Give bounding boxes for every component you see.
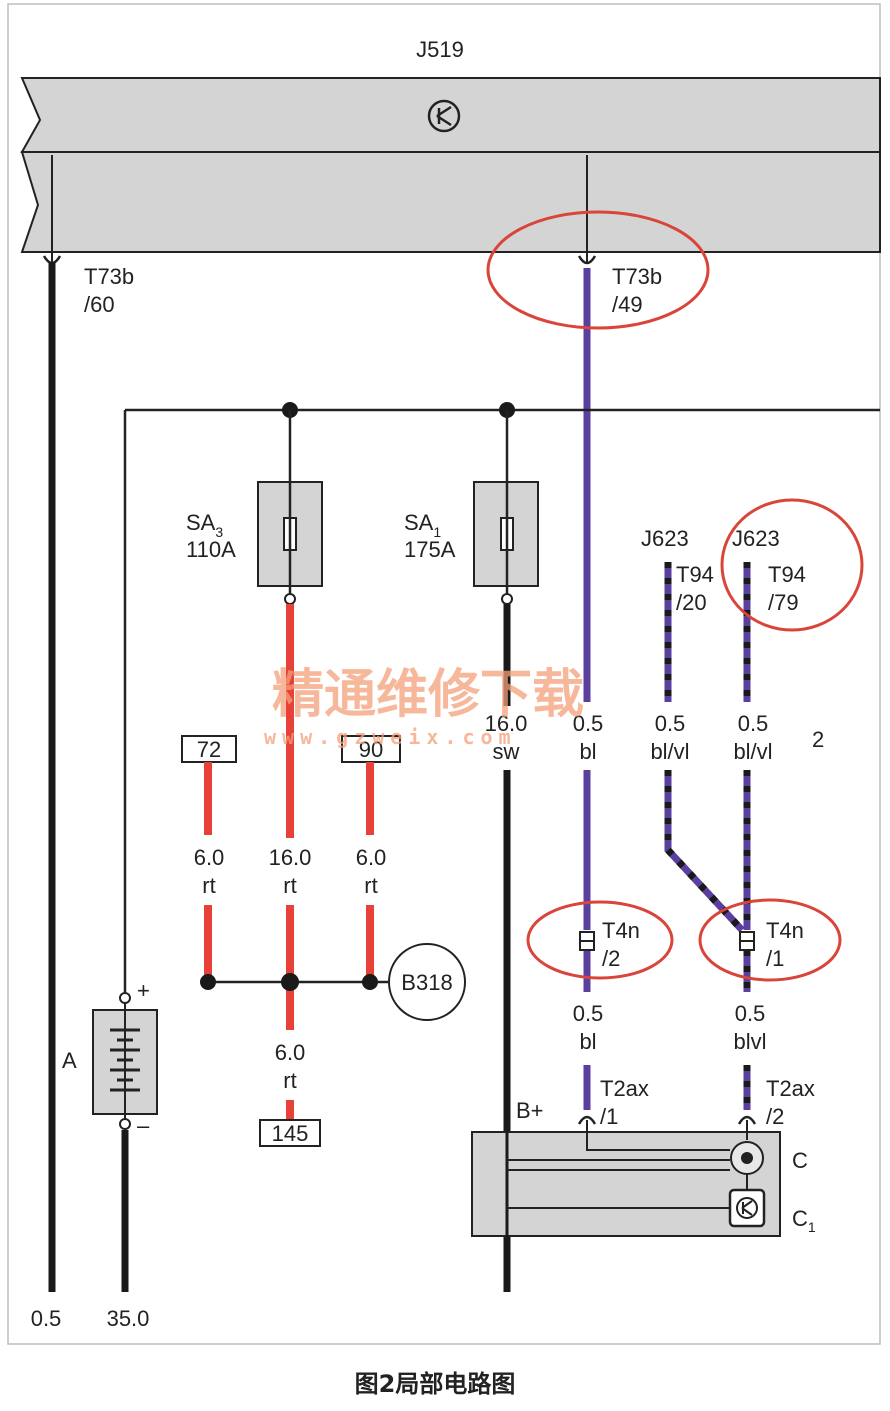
- control-unit-label: J519: [416, 37, 464, 62]
- ref-box-72-label: 72: [197, 737, 221, 762]
- wire-main-size: 16.0: [269, 845, 312, 870]
- connector-t73b-49-name: T73b: [612, 264, 662, 289]
- connector-t73b-60-pin: /60: [84, 292, 115, 317]
- connector-t73b-49-pin: /49: [612, 292, 643, 317]
- connector-t94-79-pin: /79: [768, 590, 799, 615]
- connector-t73b-60-name: T73b: [84, 264, 134, 289]
- control-unit-icon: [427, 99, 461, 133]
- wire-145-size: 6.0: [275, 1040, 306, 1065]
- fuse-sa3: [257, 481, 323, 596]
- pin-arrow-t2ax-2: [737, 1115, 757, 1125]
- battery-label: A: [62, 1048, 77, 1073]
- wire-t94-20: [664, 562, 745, 933]
- module-j623-b: J623: [732, 526, 780, 551]
- battery-plus: +: [137, 978, 150, 1003]
- fuse-sa1-rating: 175A: [404, 537, 456, 562]
- wire-blvl-b-color: bl/vl: [733, 739, 772, 764]
- connector-t2ax-2-name: T2ax: [766, 1076, 815, 1101]
- wire-72-color: rt: [202, 873, 215, 898]
- fuse-sa3-name: SA3: [186, 510, 223, 540]
- ground-point-b318: [388, 943, 466, 1021]
- ref-box-145-label: 145: [272, 1121, 309, 1146]
- connector-t4n-2-pin: /2: [602, 946, 620, 971]
- generator-module: [471, 1120, 781, 1292]
- wire-bl-bottom-color: bl: [579, 1029, 596, 1054]
- control-unit-j519: [20, 77, 881, 253]
- generator-c-label: C: [792, 1148, 808, 1173]
- connector-t2ax-1-name: T2ax: [600, 1076, 649, 1101]
- wire-sw-size: 16.0: [485, 711, 528, 736]
- battery-minus: –: [137, 1113, 150, 1138]
- connector-t94-20-name: T94: [676, 562, 714, 587]
- wire-72-size: 6.0: [194, 845, 225, 870]
- battery-wire-bottom-label: 35.0: [107, 1306, 150, 1331]
- wire-bl-top-color: bl: [579, 739, 596, 764]
- wire-sw-color: sw: [493, 739, 520, 764]
- connector-t94-20-pin: /20: [676, 590, 707, 615]
- wire-blvl-a-color: bl/vl: [650, 739, 689, 764]
- ref-box-145: [259, 1119, 321, 1147]
- ground-point-label: B318: [401, 970, 452, 995]
- left-wire-bottom-label: 0.5: [31, 1306, 62, 1331]
- regulator-c1-icon: [728, 1188, 766, 1228]
- connector-t4n-1: [739, 931, 755, 951]
- connector-t4n-2: [579, 931, 595, 951]
- wire-blvl-a-size: 0.5: [655, 711, 686, 736]
- side-number: 2: [812, 727, 824, 752]
- connector-t4n-1-pin: /1: [766, 946, 784, 971]
- wire-90-color: rt: [364, 873, 377, 898]
- connector-t2ax-2-pin: /2: [766, 1104, 784, 1129]
- module-j623-a: J623: [641, 526, 689, 551]
- wire-blvl-bottom-color: blvl: [733, 1029, 766, 1054]
- connector-t4n-2-name: T4n: [602, 918, 640, 943]
- wire-145-color: rt: [283, 1068, 296, 1093]
- watermark-text: 精通维修下载: [272, 665, 584, 725]
- pin-arrow-t2ax-1: [577, 1115, 597, 1125]
- connector-t4n-1-name: T4n: [766, 918, 804, 943]
- wire-bl-bottom-size: 0.5: [573, 1001, 604, 1026]
- connector-t94-79-name: T94: [768, 562, 806, 587]
- highlight-circles: [486, 210, 864, 982]
- ref-box-90-label: 90: [359, 737, 383, 762]
- fuse-sa3-rating: 110A: [186, 537, 236, 562]
- connector-t2ax-1-pin: /1: [600, 1104, 618, 1129]
- wire-main-color: rt: [283, 873, 296, 898]
- fuse-sa1-name: SA1: [404, 510, 441, 540]
- fuse-sa1: [473, 481, 539, 596]
- generator-c1-label: C1: [792, 1206, 816, 1235]
- watermark-url: www.gzweix.com: [264, 725, 517, 749]
- wire-blvl-b-size: 0.5: [738, 711, 769, 736]
- alternator-c-icon: [730, 1141, 764, 1175]
- figure-caption: 图2局部电路图: [355, 1370, 516, 1398]
- generator-bplus: B+: [516, 1098, 544, 1123]
- wire-90-size: 6.0: [356, 845, 387, 870]
- battery-a: [92, 990, 158, 1130]
- wire-bl-top-size: 0.5: [573, 711, 604, 736]
- wire-blvl-bottom-size: 0.5: [735, 1001, 766, 1026]
- pin-arrow-t73b-49: [577, 255, 597, 265]
